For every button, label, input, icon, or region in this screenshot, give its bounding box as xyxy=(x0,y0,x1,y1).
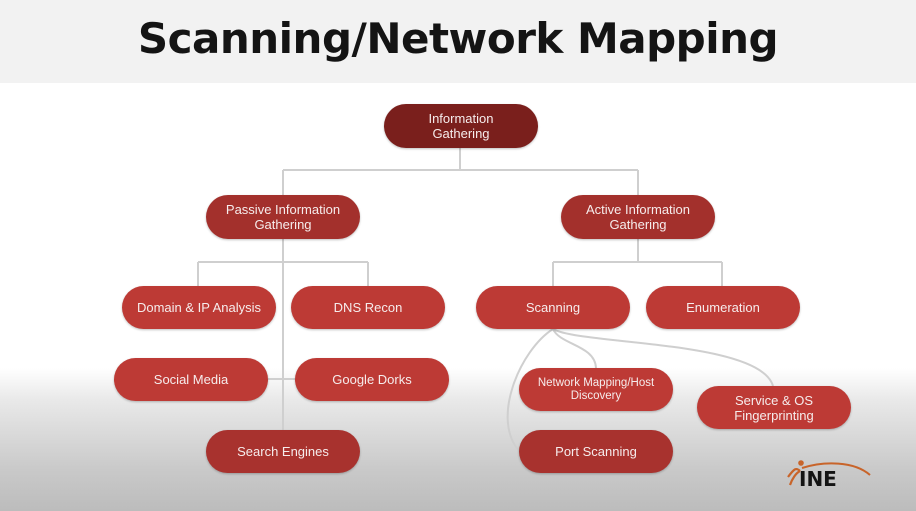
node-label-line1: Passive Information xyxy=(225,202,341,217)
node-label: Enumeration xyxy=(686,300,760,315)
logo-figure-icon xyxy=(787,467,801,486)
node-search-engines[interactable]: Search Engines xyxy=(206,430,360,473)
logo-swoosh-icon xyxy=(801,462,871,476)
node-port-scanning[interactable]: Port Scanning xyxy=(519,430,673,473)
node-label: Domain & IP Analysis xyxy=(136,300,262,315)
logo-head-icon xyxy=(798,460,804,466)
connector-passive xyxy=(197,238,369,452)
node-label: Google Dorks xyxy=(332,372,412,387)
connector-root xyxy=(282,148,639,195)
node-scanning[interactable]: Scanning xyxy=(476,286,630,329)
node-label-line1: Service & OS xyxy=(734,392,814,408)
node-label: Port Scanning xyxy=(555,444,637,459)
node-enumeration[interactable]: Enumeration xyxy=(646,286,800,329)
node-label-line2: Discovery xyxy=(570,389,622,402)
slide-header: Scanning/Network Mapping xyxy=(0,0,916,83)
connector-scanning-network xyxy=(552,328,597,369)
node-label-line2: Gathering xyxy=(609,217,667,232)
node-label-line2: Gathering xyxy=(432,126,490,141)
slide-title: Scanning/Network Mapping xyxy=(137,14,779,63)
node-domain-ip-analysis[interactable]: Domain & IP Analysis xyxy=(122,286,276,329)
node-label-line1: Network Mapping/Host xyxy=(537,376,655,389)
node-label: Social Media xyxy=(153,372,229,387)
node-label: Scanning xyxy=(525,300,581,315)
node-dns-recon[interactable]: DNS Recon xyxy=(291,286,445,329)
node-label: Search Engines xyxy=(237,444,329,459)
connector-scanning-service xyxy=(552,328,774,387)
node-google-dorks[interactable]: Google Dorks xyxy=(295,358,449,401)
connector-active xyxy=(552,238,723,286)
node-label-line2: Fingerprinting xyxy=(734,407,814,423)
connector-scanning-port xyxy=(506,328,554,453)
node-label: DNS Recon xyxy=(333,300,403,315)
node-label-line2: Gathering xyxy=(254,217,312,232)
logo-text: INE xyxy=(799,467,837,489)
node-label-line1: Information xyxy=(428,111,494,126)
ine-logo: INE xyxy=(787,460,871,489)
node-label-line1: Active Information xyxy=(585,202,691,217)
node-social-media[interactable]: Social Media xyxy=(114,358,268,401)
